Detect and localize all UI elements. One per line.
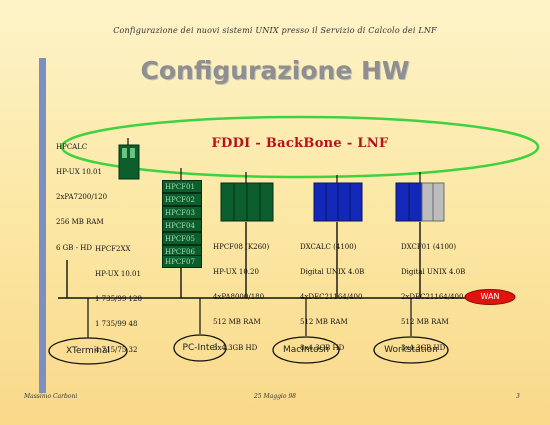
- footer-date: 25 Maggio 98: [253, 393, 297, 400]
- hpcalc-line: 6 GB - HD: [56, 243, 92, 252]
- hpcf08-line: 3x4.3GB HD: [213, 343, 258, 352]
- hpcf2xx-info: HPCF2XX HP-UX 10.01 1 735/99 128 1 735/9…: [95, 228, 142, 363]
- left-bar: [39, 58, 46, 393]
- wan-label: WAN: [480, 292, 500, 301]
- hpcalc-line: 2xPA7200/120: [56, 193, 108, 202]
- dxcalc-line: Digital UNIX 4.0B: [300, 268, 365, 277]
- footer-author: Massimo Carboni: [24, 393, 78, 400]
- hpcalc-info: HPCALC HP-UX 10.01 2xPA7200/120 256 MB R…: [56, 126, 107, 261]
- hpcf08-line: HPCF08 (K260): [213, 242, 270, 251]
- dxcf01-line: Digital UNIX 4.0B: [401, 268, 466, 277]
- hpcf08-line: 512 MB RAM: [213, 318, 261, 327]
- hpcf2xx-line: 1 735/99 128: [95, 295, 142, 304]
- dxcf01-line: 512 MB RAM: [401, 318, 449, 327]
- fddi-backbone-label: FDDI - BackBone - LNF: [211, 136, 389, 151]
- hpcf08-line: 4xPA8000/180: [213, 293, 265, 302]
- dxcf01-line: 3x4.3GB HD: [401, 343, 446, 352]
- dxcf01-line: 2xDEC21164/400: [401, 293, 464, 302]
- fddi-ring: [60, 115, 540, 179]
- slide-title: Configurazione HW: [140, 56, 410, 85]
- hpcalc-line: 256 MB RAM: [56, 218, 104, 227]
- dxcalc-info: DXCALC (4100) Digital UNIX 4.0B 4xDEC211…: [300, 226, 364, 361]
- hpcf08-line: HP-UX 10.20: [213, 268, 259, 277]
- workstation-label: Workstation: [384, 345, 438, 355]
- dxcalc-server-icon: [313, 182, 363, 222]
- dxcf01-server-icon: [395, 182, 445, 222]
- macintosh-ellipse: [272, 336, 340, 364]
- dxcf01-info: DXCF01 (4100) Digital UNIX 4.0B 2xDEC211…: [401, 226, 465, 361]
- hpcf2xx-line: 4 715/75 32: [95, 345, 138, 354]
- hpcf08-server-icon: [220, 182, 274, 222]
- dxcalc-line: 8x4.3GB HD: [300, 343, 345, 352]
- slide-header: Configurazione dei nuovi sistemi UNIX pr…: [113, 26, 437, 35]
- xterminal-ellipse: [48, 337, 128, 365]
- hpcf2xx-line: HPCF2XX: [95, 244, 131, 253]
- dxcf01-line: DXCF01 (4100): [401, 242, 457, 251]
- hpcalc-server-icon: [118, 144, 140, 180]
- hpcf-stack-item: HPCF03: [162, 206, 202, 219]
- hpcf2xx-line: 1 735/99 48: [95, 320, 138, 329]
- pc-intel-ellipse: [173, 334, 227, 362]
- macintosh-label: MacIntosh: [282, 345, 329, 355]
- hpcf-stack-item: HPCF01: [162, 180, 202, 193]
- pc-intel-label: PC-Intel: [182, 343, 218, 353]
- dxcalc-line: 4xDEC21164/400: [300, 293, 363, 302]
- hpcf-stack-item: HPCF05: [162, 232, 202, 245]
- xterminal-label: XTerminal: [65, 346, 111, 356]
- hpcf2xx-line: HP-UX 10.01: [95, 270, 141, 279]
- hpcf-stack-item: HPCF02: [162, 193, 202, 206]
- hpcalc-line: HPCALC: [56, 142, 88, 151]
- footer-page: 3: [516, 393, 520, 400]
- workstation-ellipse: [373, 336, 449, 364]
- hpcf08-info: HPCF08 (K260) HP-UX 10.20 4xPA8000/180 5…: [213, 226, 269, 361]
- dxcalc-line: 512 MB RAM: [300, 318, 348, 327]
- wan-ellipse: [464, 289, 516, 305]
- hpcalc-line: HP-UX 10.01: [56, 168, 102, 177]
- hpcf-stack-item: HPCF04: [162, 219, 202, 232]
- dxcalc-line: DXCALC (4100): [300, 242, 357, 251]
- hpcf-stack-item: HPCF07: [162, 255, 202, 268]
